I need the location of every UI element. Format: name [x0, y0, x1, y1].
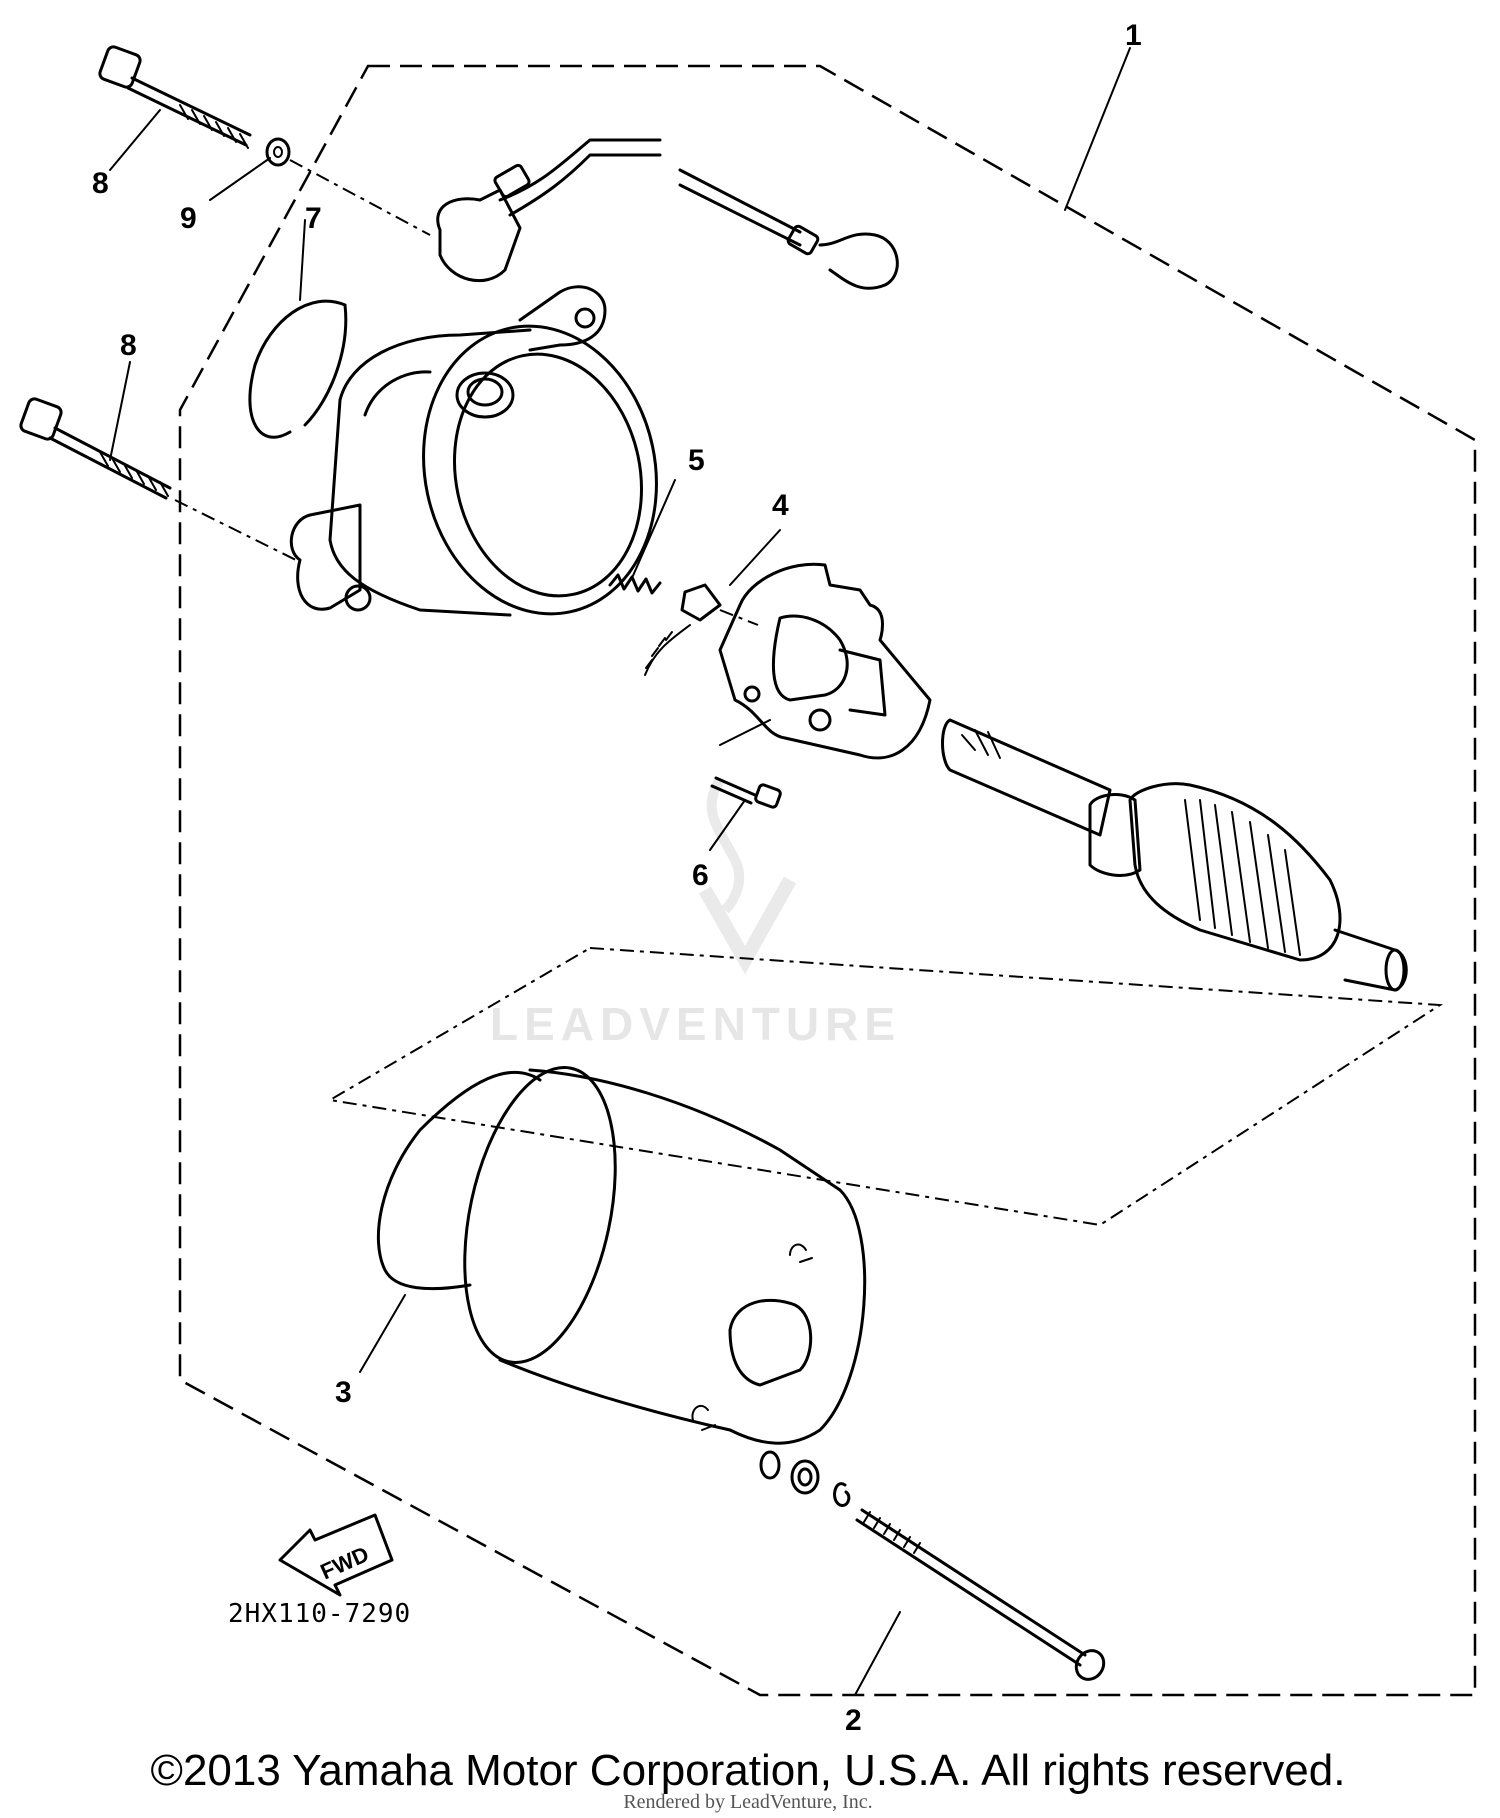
watermark-logo [698, 777, 797, 975]
copyright-notice: ©2013 Yamaha Motor Corporation, U.S.A. A… [151, 1746, 1346, 1795]
callout-5: 5 [688, 444, 705, 477]
yoke [463, 1066, 867, 1445]
leader-bolt-axis-upper [289, 159, 431, 236]
callout-8-lower: 8 [120, 329, 137, 362]
callout-6: 6 [692, 859, 709, 892]
callout-7: 7 [305, 202, 322, 235]
washers-2 [759, 1450, 851, 1507]
callout-3: 3 [335, 1376, 352, 1409]
o-ring-7 [248, 299, 348, 439]
spring-5 [608, 573, 662, 595]
part-code: 2HX110-7290 [228, 1599, 411, 1629]
fwd-arrow-icon: FWD [278, 1513, 394, 1597]
bolt-8-upper [98, 45, 252, 149]
bolt-2 [855, 1508, 1106, 1681]
armature [941, 718, 1408, 992]
callout-1: 1 [1125, 19, 1142, 52]
assembly-boundary [178, 64, 1477, 1697]
leader-screw-axis [719, 719, 771, 746]
washer-9 [265, 137, 291, 167]
callout-9: 9 [180, 202, 197, 235]
brush-4 [644, 583, 759, 676]
rendered-by-notice: Rendered by LeadVenture, Inc. [623, 1791, 872, 1813]
o-ring-3 [376, 1070, 542, 1291]
watermark-text: LEADVENTURE [490, 998, 901, 1050]
leader-bolt-axis-lower [174, 499, 301, 563]
callout-2: 2 [845, 1704, 862, 1737]
bolt-8-lower [19, 397, 172, 500]
svg-text:FWD: FWD [317, 1541, 373, 1584]
front-cover-housing [289, 138, 899, 617]
brush-holder-plate [718, 562, 932, 760]
callout-4: 4 [772, 489, 789, 522]
leader-lines [109, 47, 1131, 1696]
yoke-group-outline [327, 946, 1444, 1227]
callout-8-upper: 8 [92, 167, 109, 200]
